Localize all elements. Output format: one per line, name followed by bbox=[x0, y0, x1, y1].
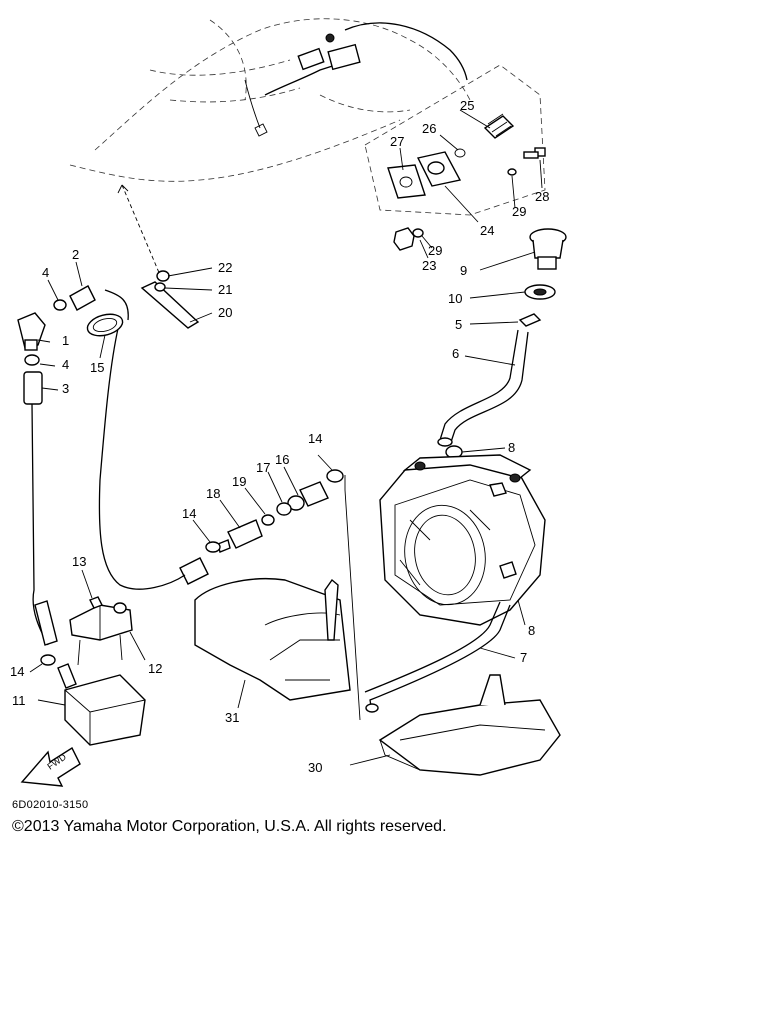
part-20-bracket bbox=[140, 281, 200, 329]
fitting-chain bbox=[179, 469, 344, 585]
callout-29b: 29 bbox=[428, 243, 442, 258]
part-6-hose-outline-a bbox=[449, 331, 529, 446]
part-21-washer bbox=[154, 282, 166, 292]
callout-8b: 8 bbox=[528, 623, 535, 638]
part-13-bolt bbox=[89, 596, 103, 609]
part-5-clip bbox=[518, 313, 542, 327]
wire-link-22 bbox=[121, 184, 161, 276]
part-28-bolt bbox=[523, 147, 546, 159]
callout-28: 28 bbox=[535, 189, 549, 204]
leader-hose-path bbox=[344, 475, 361, 721]
part-11-water-box bbox=[57, 663, 146, 746]
part-15-clamp bbox=[86, 313, 124, 337]
part-26-oring bbox=[454, 148, 466, 158]
part-3-hose bbox=[23, 371, 43, 405]
part-29a-washer bbox=[507, 168, 517, 176]
callout-12: 12 bbox=[148, 661, 162, 676]
part-29b-washer bbox=[412, 228, 424, 238]
subassembly-dashed-frame bbox=[364, 64, 546, 216]
callout-10: 10 bbox=[448, 291, 462, 306]
part-23-nut bbox=[393, 227, 415, 251]
part-9-fitting bbox=[529, 228, 567, 270]
callout-13: 13 bbox=[72, 554, 86, 569]
callout-3: 3 bbox=[62, 381, 69, 396]
part-31-cover bbox=[194, 578, 351, 701]
callout-19: 19 bbox=[232, 474, 246, 489]
callout-16: 16 bbox=[275, 452, 289, 467]
callout-29a: 29 bbox=[512, 204, 526, 219]
callout-27: 27 bbox=[390, 134, 404, 149]
callout-31: 31 bbox=[225, 710, 239, 725]
wire-arrow bbox=[117, 184, 129, 194]
callout-20: 20 bbox=[218, 305, 232, 320]
callout-22: 22 bbox=[218, 260, 232, 275]
callout-4b: 4 bbox=[62, 357, 69, 372]
callout-15: 15 bbox=[90, 360, 104, 375]
callout-labels: 25 26 27 24 28 29 29 23 9 10 5 6 8 8 7 3… bbox=[10, 98, 549, 775]
callout-14c: 14 bbox=[10, 664, 24, 679]
part-25-sensor bbox=[483, 113, 515, 139]
callout-30: 30 bbox=[308, 760, 322, 775]
wire-harness bbox=[264, 22, 468, 96]
part-12-bracket bbox=[69, 604, 133, 666]
callout-4a: 4 bbox=[42, 265, 49, 280]
callout-25: 25 bbox=[460, 98, 474, 113]
callout-11: 11 bbox=[12, 693, 26, 708]
hose-top bbox=[104, 289, 129, 321]
long-hose bbox=[98, 319, 186, 590]
leader-lines bbox=[29, 109, 543, 766]
callout-2: 2 bbox=[72, 247, 79, 262]
drawing-code: 6D02010-3150 bbox=[12, 799, 88, 811]
copyright-notice: ©2013 Yamaha Motor Corporation, U.S.A. A… bbox=[12, 818, 447, 835]
part-27-gasket bbox=[387, 164, 426, 199]
jet-pump-housing bbox=[379, 454, 546, 626]
callout-9: 9 bbox=[460, 263, 467, 278]
callout-18: 18 bbox=[206, 486, 220, 501]
part-6-hose-outline-b bbox=[439, 329, 519, 441]
callout-5: 5 bbox=[455, 317, 462, 332]
part-4b-clamp bbox=[24, 354, 40, 366]
callout-1: 1 bbox=[62, 333, 69, 348]
fwd-arrow-icon: FWD bbox=[20, 746, 81, 787]
callout-17: 17 bbox=[256, 460, 270, 475]
callout-14a: 14 bbox=[182, 506, 196, 521]
part-7-hose-outline-a bbox=[369, 604, 511, 713]
part-10-grommet bbox=[524, 284, 556, 300]
callout-21: 21 bbox=[218, 282, 232, 297]
engine-outline-sketch bbox=[69, 18, 471, 182]
part-1-elbow bbox=[17, 312, 46, 351]
callout-14b: 14 bbox=[308, 431, 322, 446]
parts-diagram: FWD bbox=[10, 18, 567, 811]
callout-24: 24 bbox=[480, 223, 494, 238]
callout-6: 6 bbox=[452, 346, 459, 361]
callout-7: 7 bbox=[520, 650, 527, 665]
part-2-hose bbox=[69, 285, 96, 311]
part-14c-clamp bbox=[40, 654, 56, 666]
callout-8a: 8 bbox=[508, 440, 515, 455]
part-7-hose-outline-b bbox=[364, 601, 501, 693]
part-4a-clamp bbox=[53, 299, 67, 311]
callout-23: 23 bbox=[422, 258, 436, 273]
callout-26: 26 bbox=[422, 121, 436, 136]
part-22-nut bbox=[156, 270, 170, 282]
part-30-intake-grate bbox=[378, 674, 561, 776]
